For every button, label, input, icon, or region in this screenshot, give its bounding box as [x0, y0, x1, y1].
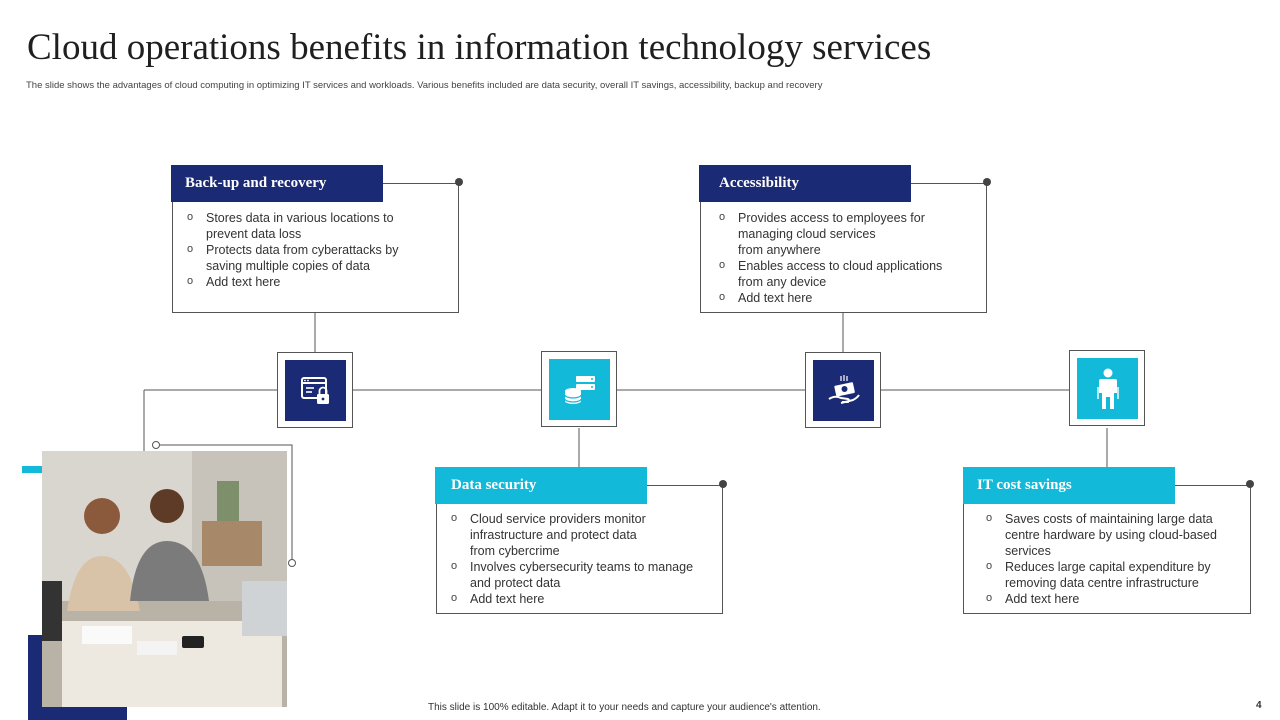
icon-box-accessibility: [805, 352, 881, 428]
database-server-icon: [563, 375, 595, 404]
connector-dot: [983, 178, 991, 186]
connector-dot: [1246, 480, 1254, 488]
card-backup-recovery: Stores data in various locations to prev…: [172, 183, 459, 313]
list-item: Add text here: [187, 273, 437, 290]
data-security-points: Cloud service providers monitor infrastr…: [451, 510, 711, 607]
page-title: Cloud operations benefits in information…: [27, 27, 932, 68]
footer-note: This slide is 100% editable. Adapt it to…: [428, 702, 821, 713]
list-item: Provides access to employees for managin…: [719, 209, 969, 258]
card-header-it-cost: IT cost savings: [963, 467, 1175, 504]
connector-dot: [152, 441, 160, 449]
icon-box-backup: [277, 352, 353, 428]
backup-points: Stores data in various locations to prev…: [187, 209, 437, 290]
list-item: Protects data from cyberattacks by savin…: [187, 241, 437, 274]
money-hand-icon: [827, 374, 860, 404]
icon-box-data-security: [541, 351, 617, 427]
browser-security-icon: [300, 376, 329, 404]
list-item: Cloud service providers monitor infrastr…: [451, 510, 711, 559]
connector-dot: [288, 559, 296, 567]
list-item: Enables access to cloud applications fro…: [719, 257, 969, 290]
card-accessibility: Provides access to employees for managin…: [700, 183, 987, 313]
connector-dot: [719, 480, 727, 488]
list-item: Stores data in various locations to prev…: [187, 209, 437, 242]
list-item: Reduces large capital expenditure by rem…: [986, 558, 1236, 591]
it-cost-points: Saves costs of maintaining large data ce…: [986, 510, 1236, 607]
list-item: Add text here: [451, 590, 711, 607]
list-item: Add text here: [986, 590, 1236, 607]
page-subtitle: The slide shows the advantages of cloud …: [26, 80, 823, 91]
card-header-data-security: Data security: [435, 467, 647, 504]
list-item: Add text here: [719, 289, 969, 306]
connector-dot: [455, 178, 463, 186]
accessibility-points: Provides access to employees for managin…: [719, 209, 969, 306]
card-header-accessibility: Accessibility: [699, 165, 911, 202]
page-number: 4: [1256, 700, 1262, 711]
card-it-cost-savings: Saves costs of maintaining large data ce…: [963, 485, 1251, 614]
icon-box-it-cost: [1069, 350, 1145, 426]
list-item: Involves cybersecurity teams to manage a…: [451, 558, 711, 591]
card-data-security: Cloud service providers monitor infrastr…: [436, 485, 723, 614]
list-item: Saves costs of maintaining large data ce…: [986, 510, 1236, 559]
business-meeting-photo: [42, 451, 287, 707]
card-header-backup: Back-up and recovery: [171, 165, 383, 202]
person-icon: [1096, 368, 1119, 409]
